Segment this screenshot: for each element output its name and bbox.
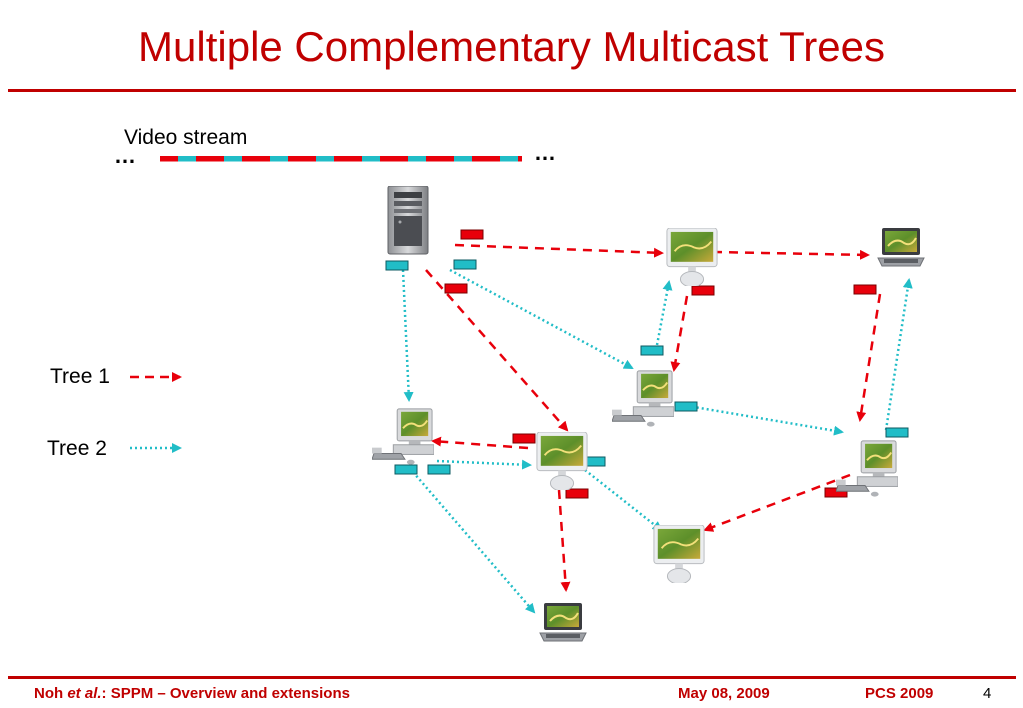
cyan-packet [674,401,698,412]
tree1-edges [425,243,882,592]
footer-divider [8,676,1016,679]
tree2-edge [884,278,913,431]
tree2-edge [681,403,844,436]
footer-date: May 08, 2009 [678,685,770,702]
red-packet [444,283,468,294]
tree2-edge [584,469,663,532]
tree2-edge [401,269,414,402]
tree2-edge [412,471,536,614]
tree2-edge [655,280,673,346]
tree2-packets [385,259,909,475]
cyan-packet [640,345,664,356]
tree1-edge [712,249,870,260]
cyan-packet [394,464,418,475]
slide-title: Multiple Complementary Multicast Trees [138,23,885,70]
footer-author: Noh et al.: SPPM – Overview and extensio… [34,685,350,703]
desktop-pc-icon [372,408,434,466]
red-packet [565,488,589,499]
tree1-edge [454,243,664,258]
imac-icon [535,432,589,490]
laptop-icon [538,601,588,643]
tree2-edge [449,268,634,370]
desktop-pc-icon [836,440,898,498]
video-stream-bar [160,156,522,163]
cyan-packet [885,427,909,438]
red-packet [853,284,877,295]
red-packet [691,285,715,296]
cyan-packet [385,260,409,271]
imac-icon [665,228,719,286]
title-divider [8,89,1016,92]
tree1-edge [425,269,569,432]
tree2-edge [436,459,532,470]
stream-ellipsis-right: … [534,140,556,165]
tree1-edge [856,293,882,422]
imac-icon [652,525,706,583]
tree1-packets [444,229,877,499]
laptop-icon [876,226,926,268]
legend-tree2-label: Tree 2 [47,437,107,460]
server-icon [387,186,429,255]
page-number: 4 [983,685,992,702]
desktop-pc-icon [612,370,674,428]
footer-etal: et al. [67,685,102,702]
red-packet [824,487,848,498]
tree1-edge [670,295,689,372]
tree1-edge [703,473,851,532]
stream-ellipsis-left: … [114,143,136,168]
red-packet [460,229,484,240]
cyan-packet [453,259,477,270]
tree2-edges [401,268,913,614]
tree1-edge [557,489,571,592]
footer-venue: PCS 2009 [865,685,934,702]
red-packet [512,433,536,444]
cyan-packet [427,464,451,475]
video-stream-label: Video stream [124,126,248,149]
footer-author-name: Noh [34,685,64,702]
footer-title: : SPPM – Overview and extensions [101,685,350,702]
legend-tree1-label: Tree 1 [50,365,110,388]
